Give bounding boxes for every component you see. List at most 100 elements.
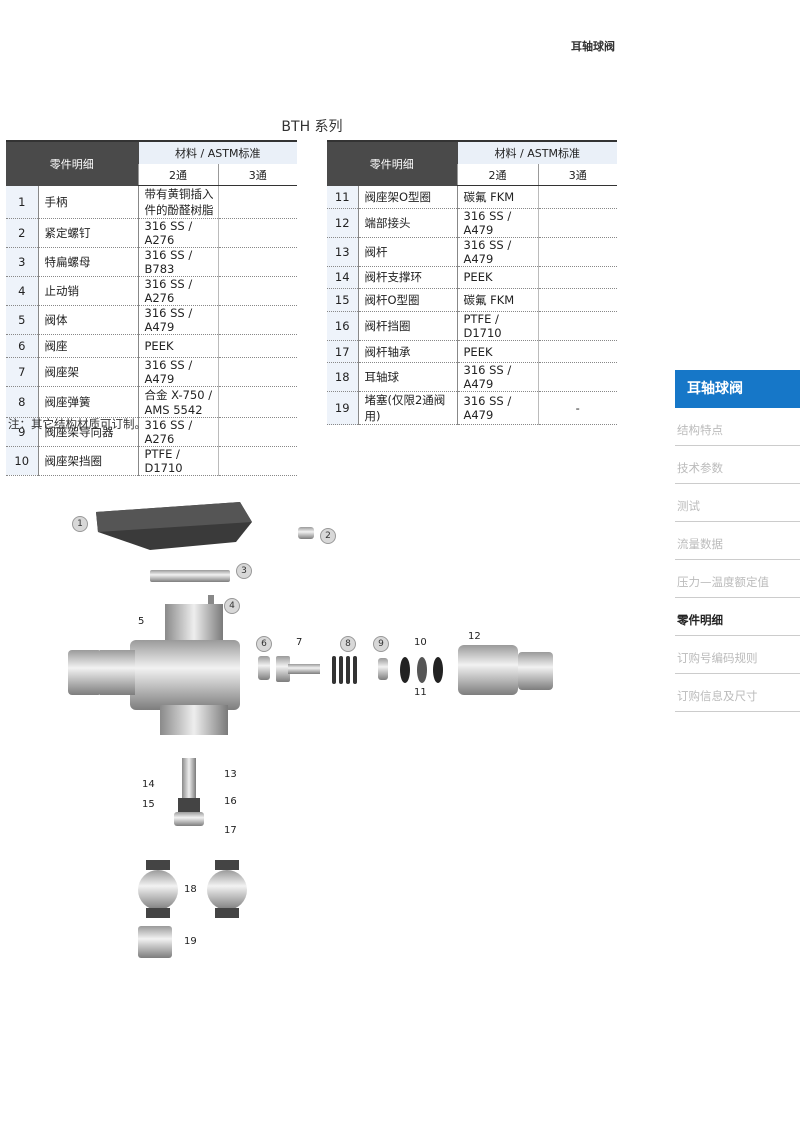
col-header-part-name: 零件明细	[327, 140, 457, 186]
row-part-name: 阀杆支撑环	[358, 266, 458, 290]
row-number: 17	[327, 340, 359, 364]
row-material-2way: PTFE / D1710	[138, 446, 218, 476]
row-material-2way: PEEK	[457, 340, 538, 364]
row-material-2way: 碳氟 FKM	[457, 288, 538, 312]
col-header-part-name: 零件明细	[6, 140, 138, 186]
trunnion-ball-part	[138, 870, 178, 910]
page-header-title: 耳轴球阀	[571, 40, 615, 53]
callout-18: 18	[184, 884, 197, 895]
sidebar-item[interactable]: 订购号编码规则	[675, 636, 800, 674]
row-material-3way	[217, 334, 297, 358]
sidebar-item[interactable]: 流量数据	[675, 522, 800, 560]
row-material-2way: 316 SS / B783	[138, 247, 218, 277]
row-number: 12	[327, 208, 359, 238]
row-material-2way: 316 SS / A276	[138, 276, 218, 306]
row-number: 16	[327, 311, 359, 341]
row-material-3way	[217, 417, 297, 447]
row-material-3way: -	[537, 391, 617, 426]
row-part-name: 端部接头	[358, 208, 458, 238]
callout-10: 10	[414, 637, 427, 648]
callout-11: 11	[414, 687, 427, 698]
row-material-2way: 316 SS / A479	[457, 208, 538, 238]
end-connector-part	[458, 645, 518, 695]
row-part-name: 阀座	[38, 334, 139, 358]
callout-12: 12	[468, 631, 481, 642]
callout-17: 17	[224, 825, 237, 836]
row-material-2way: 碳氟 FKM	[457, 185, 538, 209]
row-material-3way	[537, 266, 617, 290]
sidebar-item[interactable]: 压力—温度额定值	[675, 560, 800, 598]
row-material-3way	[217, 305, 297, 335]
row-number: 19	[327, 391, 359, 426]
row-part-name: 阀座架导向器	[38, 417, 139, 447]
row-part-name: 阀杆	[358, 237, 458, 267]
valve-body-part	[165, 604, 223, 644]
callout-13: 13	[224, 769, 237, 780]
col-header-3way: 3通	[217, 164, 297, 186]
row-part-name: 阀体	[38, 305, 139, 335]
row-part-name: 阀杆挡圈	[358, 311, 458, 341]
sidebar-nav: 耳轴球阀 结构特点技术参数测试流量数据压力—温度额定值零件明细订购号编码规则订购…	[675, 370, 800, 712]
col-header-2way: 2通	[137, 164, 218, 186]
row-part-name: 阀座架O型圈	[358, 185, 458, 209]
row-material-2way: 合金 X-750 / AMS 5542	[138, 386, 218, 418]
row-material-2way: 316 SS / A276	[138, 218, 218, 248]
row-material-2way: 316 SS / A479	[457, 237, 538, 267]
row-part-name: 止动销	[38, 276, 139, 306]
row-number: 8	[6, 386, 39, 418]
row-number: 18	[327, 362, 359, 393]
row-material-3way	[217, 357, 297, 387]
col-header-material: 材料 / ASTM标准	[456, 140, 617, 164]
row-material-3way	[537, 362, 617, 393]
seat-carrier-part	[276, 656, 290, 682]
row-part-name: 阀座弹簧	[38, 386, 139, 418]
row-material-2way: 带有黄铜插入件的酚醛树脂	[138, 185, 218, 219]
sidebar-item[interactable]: 零件明细	[675, 598, 800, 636]
sidebar-item[interactable]: 订购信息及尺寸	[675, 674, 800, 712]
plug-part	[138, 926, 172, 958]
callout-14: 14	[142, 779, 155, 790]
row-number: 3	[6, 247, 39, 277]
row-material-3way	[537, 311, 617, 341]
exploded-parts-diagram: 1 2 3 4 5 6 7 8 9 10 11 12 13 14 15 16 1…	[0, 480, 620, 980]
valve-exploded-illustration	[68, 502, 553, 958]
row-material-3way	[537, 288, 617, 312]
col-header-3way: 3通	[537, 164, 617, 186]
row-material-2way: 316 SS / A276	[138, 417, 218, 447]
row-number: 5	[6, 305, 39, 335]
row-material-2way: PEEK	[457, 266, 538, 290]
row-number: 15	[327, 288, 359, 312]
row-part-name: 堵塞(仅限2通阀用)	[358, 391, 458, 426]
callout-9: 9	[373, 636, 389, 652]
row-part-name: 耳轴球	[358, 362, 458, 393]
series-title: BTH 系列	[281, 119, 343, 135]
row-material-3way	[537, 208, 617, 238]
sidebar-active-item[interactable]: 耳轴球阀	[675, 370, 800, 408]
row-part-name: 阀座架	[38, 357, 139, 387]
row-material-2way: PTFE / D1710	[457, 311, 538, 341]
sidebar-item[interactable]: 技术参数	[675, 446, 800, 484]
col-header-material: 材料 / ASTM标准	[137, 140, 297, 164]
row-number: 7	[6, 357, 39, 387]
col-header-2way: 2通	[456, 164, 538, 186]
row-material-3way	[537, 185, 617, 209]
row-part-name: 阀座架挡圈	[38, 446, 139, 476]
row-number: 6	[6, 334, 39, 358]
sidebar-item[interactable]: 测试	[675, 484, 800, 522]
sidebar-item[interactable]: 结构特点	[675, 408, 800, 446]
thin-nut-part	[150, 570, 230, 582]
row-part-name: 阀杆轴承	[358, 340, 458, 364]
row-material-3way	[217, 446, 297, 476]
row-material-2way: 316 SS / A479	[138, 357, 218, 387]
row-material-3way	[217, 247, 297, 277]
row-material-2way: 316 SS / A479	[457, 391, 538, 426]
